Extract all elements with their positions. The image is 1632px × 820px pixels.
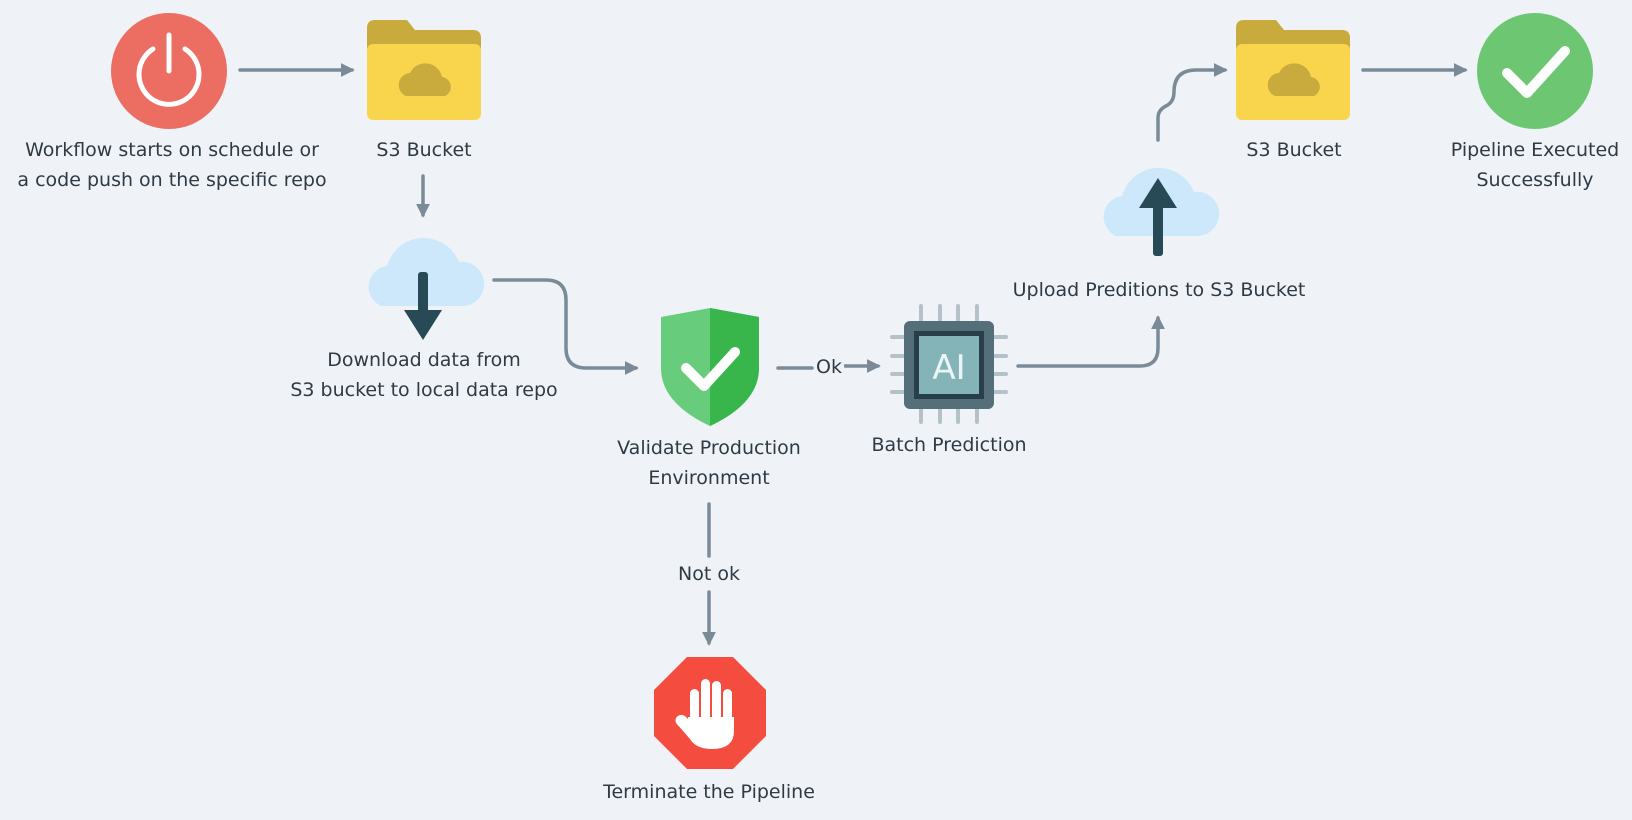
power-icon xyxy=(111,13,227,129)
label-line: Terminate the Pipeline xyxy=(603,781,815,803)
cloud-download-icon xyxy=(368,237,485,340)
validate-label: Validate Production Environment xyxy=(617,433,801,493)
s3-source-label: S3 Bucket xyxy=(376,135,471,165)
edge-validate-to-batch xyxy=(776,366,878,368)
success-label: Pipeline Executed Successfully xyxy=(1451,135,1619,195)
label-line: S3 bucket to local data repo xyxy=(290,379,558,401)
edge-download-to-validate xyxy=(492,278,639,375)
ai-chip-icon: AI xyxy=(890,304,1008,424)
label-line: Validate Production xyxy=(617,437,801,459)
label-line: S3 Bucket xyxy=(376,139,472,161)
start-label: Workflow starts on schedule or a code pu… xyxy=(17,135,326,195)
edge-batch-to-upload xyxy=(1016,315,1165,368)
label-line: Workflow starts on schedule or xyxy=(25,139,319,161)
cloud-upload-icon xyxy=(1103,167,1220,256)
shield-check-icon xyxy=(661,308,759,426)
edge-label-ok: Ok xyxy=(814,355,844,379)
upload-label: Upload Preditions to S3 Bucket xyxy=(1013,275,1306,305)
stop-hand-icon xyxy=(654,657,766,769)
label-line: Successfully xyxy=(1476,169,1594,191)
batch-prediction-label: Batch Prediction xyxy=(871,430,1026,460)
label-line: Pipeline Executed xyxy=(1450,139,1620,161)
chip-label: AI xyxy=(932,348,965,388)
label-line: S3 Bucket xyxy=(1246,139,1342,161)
s3-dest-label: S3 Bucket xyxy=(1246,135,1341,165)
label-line: Download data from xyxy=(327,349,521,371)
terminate-label: Terminate the Pipeline xyxy=(603,777,815,807)
check-circle-icon xyxy=(1477,13,1593,129)
download-label: Download data from S3 bucket to local da… xyxy=(290,345,557,405)
label-line: Environment xyxy=(648,467,770,489)
folder-cloud-icon xyxy=(1236,20,1350,120)
label-line: a code push on the specific repo xyxy=(17,169,327,191)
label-line: Upload Preditions to S3 Bucket xyxy=(1012,279,1306,301)
edge-upload-to-s3 xyxy=(1156,63,1228,142)
folder-cloud-icon xyxy=(367,20,481,120)
label-line: Batch Prediction xyxy=(871,434,1027,456)
edge-label-not-ok: Not ok xyxy=(676,562,742,586)
